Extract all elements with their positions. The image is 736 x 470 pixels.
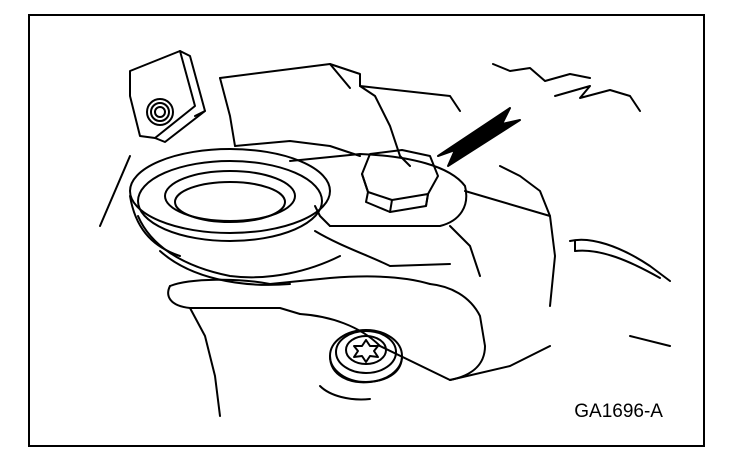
figure-id-label: GA1696-A bbox=[574, 401, 663, 422]
right-casing bbox=[464, 63, 671, 347]
hex-bolt bbox=[361, 149, 439, 213]
left-mounting-boss bbox=[99, 50, 206, 227]
torx-star-icon bbox=[353, 339, 379, 363]
arrow-icon bbox=[437, 107, 521, 167]
lower-body bbox=[167, 275, 551, 417]
figure-frame: GA1696-A bbox=[28, 14, 705, 447]
technical-illustration bbox=[99, 50, 671, 417]
torx-bolt bbox=[329, 329, 403, 384]
round-collar bbox=[129, 148, 341, 286]
bracket-arm bbox=[289, 153, 481, 277]
